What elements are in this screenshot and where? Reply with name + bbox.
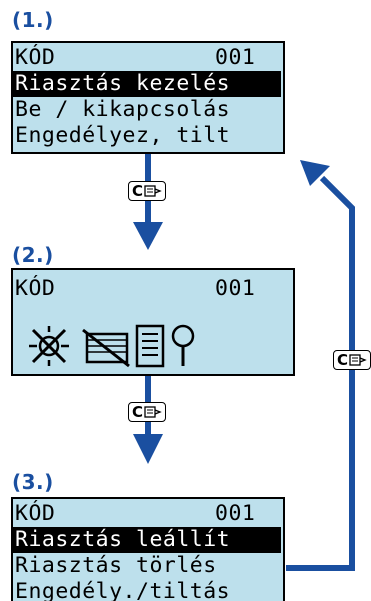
back-hand-icon: [349, 354, 367, 366]
step-3-label: (3.): [12, 470, 54, 494]
menu-icons: [29, 324, 195, 368]
lcd-screen-step-3: KÓD 001 Riasztás leállít Riasztás törlés…: [11, 497, 285, 601]
tape-off-icon: [82, 328, 130, 368]
menu-item-selected[interactable]: Riasztás kezelés: [13, 71, 281, 97]
menu-item-selected[interactable]: Riasztás leállít: [13, 527, 281, 553]
lcd-screen-step-1: KÓD 001 Riasztás kezelés Be / kikapcsolá…: [11, 41, 285, 154]
menu-item[interactable]: Riasztás törlés: [15, 553, 217, 578]
alarm-off-icon: [29, 326, 69, 366]
back-button-label: C: [336, 351, 348, 369]
step-2-label: (2.): [12, 243, 54, 267]
menu-item[interactable]: Engedélyez, tilt: [15, 123, 231, 148]
arrowhead-step3: [133, 434, 163, 464]
arrowhead-step1: [300, 160, 330, 186]
back-hand-icon: [144, 406, 162, 418]
back-hand-icon: [144, 185, 162, 197]
magnifier-icon: [171, 324, 195, 366]
code-value: 001: [215, 501, 256, 526]
code-label: KÓD: [15, 501, 56, 526]
arrow-step3-to-step1: [286, 175, 355, 571]
lcd-screen-step-2: KÓD 001: [11, 268, 295, 376]
code-label: KÓD: [15, 276, 56, 301]
code-label: KÓD: [15, 45, 56, 70]
back-button[interactable]: C: [128, 402, 166, 422]
step-1-label: (1.): [12, 8, 54, 32]
code-value: 001: [215, 45, 256, 70]
menu-item[interactable]: Be / kikapcsolás: [15, 97, 231, 122]
back-button[interactable]: C: [333, 350, 371, 370]
back-button-label: C: [131, 182, 143, 200]
arrowhead-step2: [133, 222, 163, 250]
menu-item[interactable]: Engedély./tiltás: [15, 579, 231, 601]
code-value: 001: [215, 276, 256, 301]
back-button[interactable]: C: [128, 181, 166, 201]
back-button-label: C: [131, 403, 143, 421]
list-icon: [135, 324, 165, 368]
